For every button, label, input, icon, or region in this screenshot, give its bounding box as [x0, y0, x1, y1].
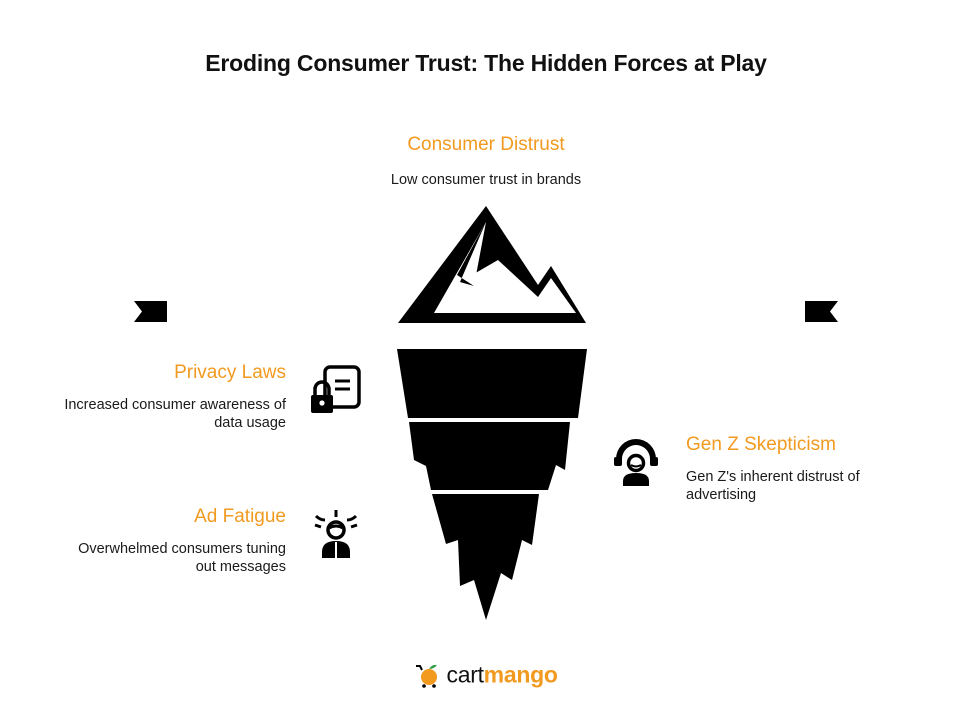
ad-fatigue-description-line-2: out messages	[195, 559, 286, 575]
privacy-laws-description-line-1: Increased consumer awareness of	[64, 397, 286, 413]
logo-text-mango: mango	[483, 661, 558, 688]
iceberg-layer-1	[397, 349, 587, 418]
iceberg-layer-2	[409, 422, 570, 490]
stressed-person-icon	[314, 510, 358, 558]
ad-fatigue-heading: Ad Fatigue	[194, 506, 286, 527]
privacy-laws-description-line-2: data usage	[214, 415, 286, 431]
ad-fatigue-description-line-1: Overwhelmed consumers tuning	[78, 541, 286, 557]
cartmango-logo: cartmango	[0, 660, 972, 688]
consumer-distrust-description: Low consumer trust in brands	[390, 172, 582, 188]
privacy-laws-heading: Privacy Laws	[174, 362, 286, 383]
gen-z-skepticism-description-line-1: Gen Z's inherent distrust of	[686, 469, 860, 485]
mango-cart-icon	[416, 664, 438, 688]
privacy-laws-description: Increased consumer awareness of data usa…	[16, 396, 286, 432]
gen-z-skepticism-description-line-2: advertising	[686, 487, 757, 503]
iceberg-layer-3	[432, 494, 539, 620]
consumer-distrust-heading: Consumer Distrust	[407, 134, 565, 155]
page-title: Eroding Consumer Trust: The Hidden Force…	[205, 50, 767, 76]
ad-fatigue-description: Overwhelmed consumers tuning out message…	[16, 540, 286, 576]
gen-z-skepticism-heading: Gen Z Skepticism	[686, 434, 836, 455]
lock-document-icon	[311, 365, 361, 413]
gen-z-skepticism-description: Gen Z's inherent distrust of advertising	[686, 468, 956, 504]
person-doubt-icon	[614, 439, 658, 486]
logo-text-cart: cart	[446, 661, 484, 688]
